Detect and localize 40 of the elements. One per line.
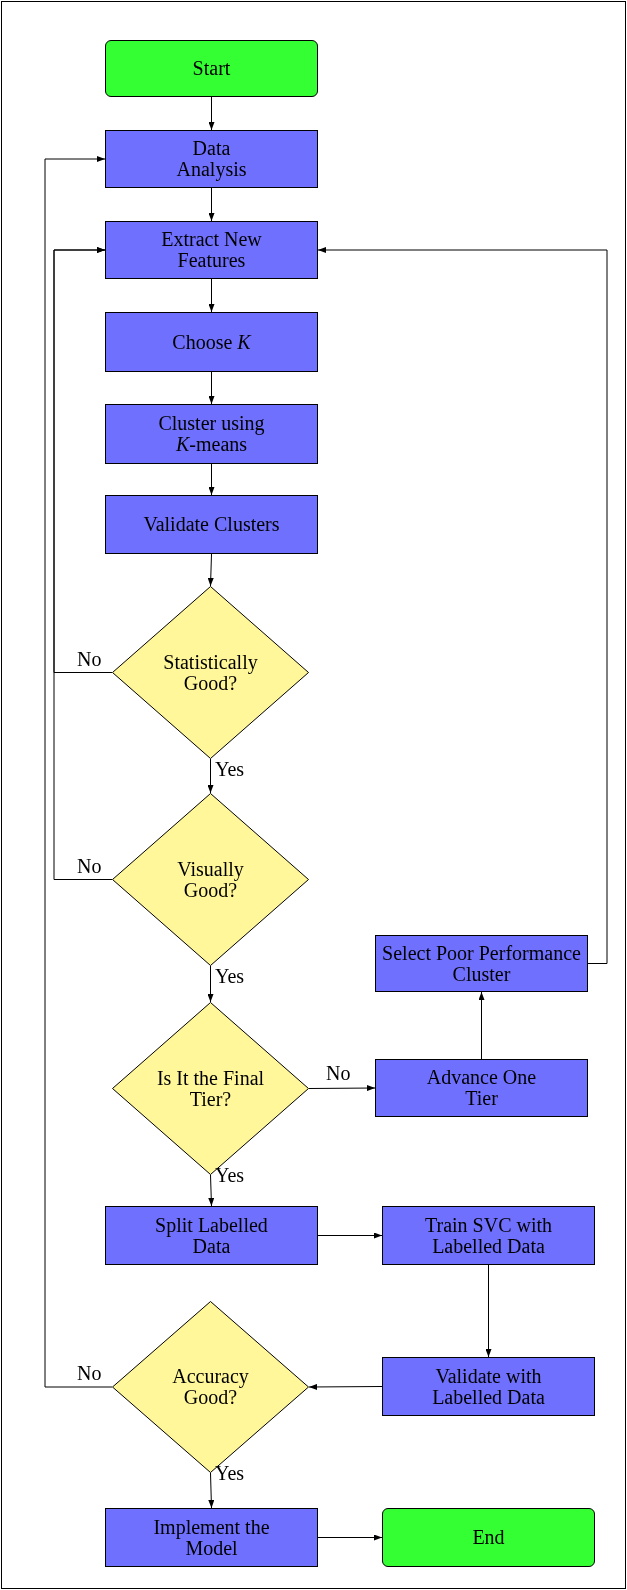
arrow	[308, 1383, 383, 1390]
process-box: Split Labelled Data	[105, 1206, 318, 1265]
edge-label: Yes	[215, 758, 245, 780]
arrow	[208, 371, 215, 405]
terminal-box: Start	[105, 40, 318, 97]
process-box: Data Analysis	[105, 130, 318, 188]
edge-label: No	[326, 1062, 351, 1084]
edge-label: Yes	[215, 965, 245, 987]
arrow	[317, 1232, 383, 1239]
arrow	[208, 278, 215, 313]
arrow	[53, 247, 113, 880]
arrow	[208, 463, 215, 496]
arrow	[208, 96, 215, 131]
process-box: Advance One Tier	[375, 1059, 588, 1117]
arrow	[485, 1264, 492, 1358]
process-box: Choose K	[105, 312, 318, 372]
edge-label: No	[77, 1362, 102, 1384]
edge-label: No	[77, 855, 102, 877]
arrow	[207, 965, 214, 1003]
arrow	[208, 1472, 215, 1509]
arrow	[317, 247, 608, 964]
process-box: Validate with Labelled Data	[382, 1357, 595, 1416]
edge-label: No	[77, 648, 102, 670]
arrow	[208, 187, 215, 222]
process-box: Validate Clusters	[105, 495, 318, 554]
decision-diamond: Statistically Good?	[112, 586, 309, 759]
arrow	[317, 1534, 383, 1541]
arrow	[207, 553, 214, 587]
terminal-box: End	[382, 1508, 595, 1567]
process-box: Train SVC with Labelled Data	[382, 1206, 595, 1265]
process-box: Select Poor Performance Cluster	[375, 935, 588, 992]
arrow	[44, 156, 113, 1388]
process-box: Cluster using K-means	[105, 404, 318, 464]
arrow	[308, 1085, 376, 1092]
arrow	[478, 991, 485, 1060]
process-box: Implement the Model	[105, 1508, 318, 1567]
arrow	[207, 758, 214, 794]
decision-diamond: Visually Good?	[112, 793, 309, 966]
process-box: Extract New Features	[105, 221, 318, 279]
arrow	[208, 1174, 215, 1207]
